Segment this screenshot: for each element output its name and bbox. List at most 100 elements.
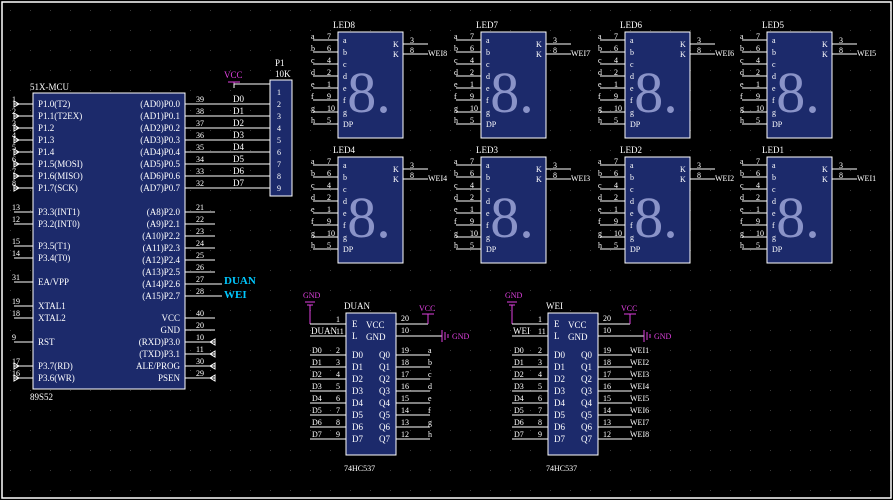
grid-dot: [310, 250, 311, 251]
led-seg-label: a: [343, 161, 347, 170]
grid-dot: [110, 10, 111, 11]
led-seg-label: b: [343, 48, 347, 57]
grid-dot: [470, 150, 471, 151]
grid-dot: [750, 270, 751, 271]
led-seg-net: g: [740, 104, 744, 113]
led-com-label: K: [393, 165, 399, 174]
grid-dot: [610, 410, 611, 411]
grid-dot: [590, 310, 591, 311]
grid-dot: [710, 110, 711, 111]
grid-dot: [870, 90, 871, 91]
grid-dot: [870, 370, 871, 371]
led-com-label: K: [536, 40, 542, 49]
led-seg-label: d: [630, 197, 634, 206]
mcu-pin-label: (A15)P2.7: [142, 291, 180, 301]
grid-dot: [30, 470, 31, 471]
latch-ctrl-pin: 1: [538, 315, 542, 324]
grid-dot: [190, 270, 191, 271]
grid-dot: [730, 110, 731, 111]
latch-ctrl-pin: 11: [336, 327, 344, 336]
grid-dot: [450, 310, 451, 311]
grid-dot: [510, 270, 511, 271]
grid-dot: [190, 310, 191, 311]
grid-dot: [370, 150, 371, 151]
latch-ctrl-label: E: [554, 319, 560, 329]
led-seg-net: g: [311, 104, 315, 113]
grid-dot: [410, 190, 411, 191]
grid-dot: [250, 170, 251, 171]
grid-dot: [610, 450, 611, 451]
latch-out-pin: 19: [603, 346, 611, 355]
led-seg-net: e: [454, 80, 458, 89]
latch-in-pin: 9: [336, 430, 340, 439]
grid-dot: [290, 290, 291, 291]
latch-out-pin: 14: [401, 406, 409, 415]
grid-dot: [550, 290, 551, 291]
grid-dot: [190, 230, 191, 231]
grid-dot: [550, 470, 551, 471]
grid-dot: [270, 50, 271, 51]
latch-out-pin: 15: [401, 394, 409, 403]
led-digit: 8.: [490, 185, 534, 250]
grid-dot: [590, 10, 591, 11]
grid-dot: [730, 50, 731, 51]
grid-dot: [70, 390, 71, 391]
grid-dot: [650, 370, 651, 371]
mcu-pin-label: (AD7)P0.7: [140, 183, 180, 193]
grid-dot: [610, 350, 611, 351]
grid-dot: [330, 370, 331, 371]
mcu-pin-number: 22: [196, 215, 204, 224]
grid-dot: [270, 350, 271, 351]
grid-dot: [870, 70, 871, 71]
grid-dot: [250, 150, 251, 151]
led-seg-net: g: [454, 104, 458, 113]
grid-dot: [490, 10, 491, 11]
grid-dot: [30, 210, 31, 211]
mcu-pin-arrow: [13, 184, 20, 192]
grid-dot: [750, 190, 751, 191]
grid-dot: [590, 230, 591, 231]
led-com-pin: 3: [697, 36, 701, 45]
grid-dot: [450, 410, 451, 411]
grid-dot: [670, 350, 671, 351]
latch-vcc-pin: 20: [401, 314, 409, 323]
grid-dot: [790, 330, 791, 331]
led-wei-net: WEI2: [715, 174, 734, 183]
grid-dot: [110, 430, 111, 431]
grid-dot: [190, 390, 191, 391]
grid-dot: [430, 430, 431, 431]
led-seg-pin: 7: [614, 32, 618, 41]
grid-dot: [430, 190, 431, 191]
led-seg-net: g: [311, 229, 315, 238]
grid-dot: [330, 430, 331, 431]
grid-dot: [330, 270, 331, 271]
grid-dot: [730, 290, 731, 291]
latch-in-net: D3: [312, 382, 322, 391]
led-seg-label: f: [630, 221, 633, 230]
latch-body: [547, 312, 599, 456]
grid-dot: [230, 490, 231, 491]
grid-dot: [430, 270, 431, 271]
grid-dot: [670, 290, 671, 291]
latch-ctrl-label: L: [554, 331, 560, 341]
led-seg-net: b: [311, 169, 315, 178]
grid-dot: [710, 430, 711, 431]
grid-dot: [850, 50, 851, 51]
grid-dot: [610, 290, 611, 291]
latch-in-net: D7: [312, 430, 322, 439]
led-seg-net: a: [311, 157, 315, 166]
grid-dot: [670, 30, 671, 31]
grid-dot: [870, 10, 871, 11]
